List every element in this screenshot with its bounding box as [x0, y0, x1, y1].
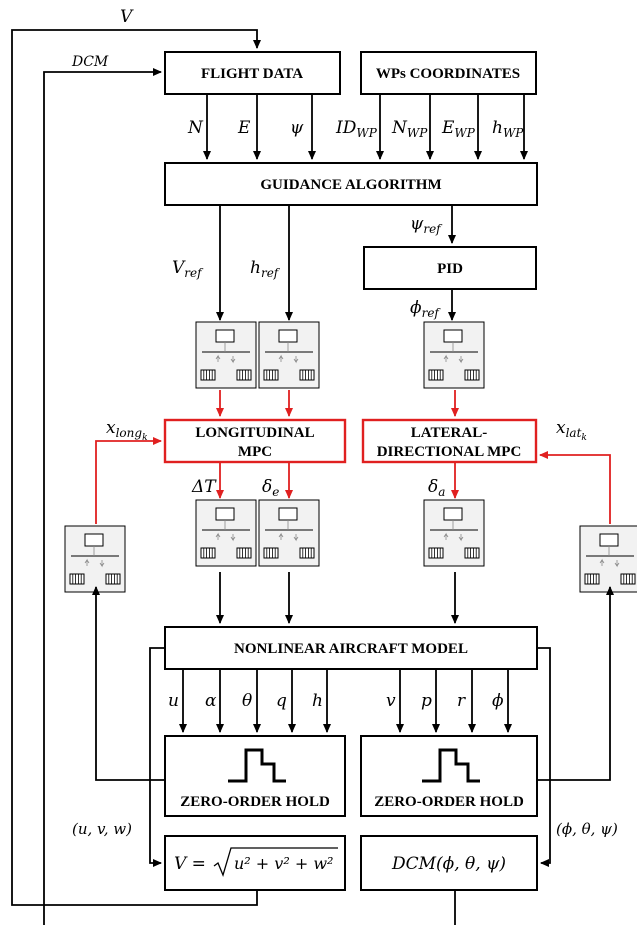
io-block-icon — [423, 499, 485, 567]
zoh-right-label: ZERO-ORDER HOLD — [374, 794, 524, 810]
label-psi-ref: ψref — [410, 214, 443, 236]
label-r: r — [457, 691, 466, 711]
label-alpha: α — [205, 691, 217, 711]
nonlinear-aircraft-model-block: NONLINEAR AIRCRAFT MODEL — [164, 626, 538, 670]
zero-order-hold-right-block: ZERO-ORDER HOLD — [360, 735, 538, 817]
label-h-ref: href — [250, 258, 281, 280]
label-q: q — [276, 691, 287, 711]
label-phi: ϕ — [492, 691, 504, 711]
v-magnitude-block: V = u² + v² + w² — [164, 835, 346, 891]
label-psi: ψ — [290, 118, 304, 138]
v-equation-radicand: u² + v² + w² — [234, 854, 333, 873]
label-phithetapsi: (ϕ, θ, ψ) — [556, 820, 618, 838]
v-feedback-line — [11, 29, 261, 906]
label-delta-e: δe — [262, 477, 279, 499]
black-connections — [11, 29, 614, 925]
v-equation-lhs: V = — [174, 854, 206, 874]
zoh-left-feedback-line — [92, 586, 165, 781]
pid-label: PID — [437, 261, 463, 277]
zero-order-hold-step-icon — [228, 748, 286, 783]
io-block-icon — [423, 321, 485, 389]
label-dcm: DCM — [71, 54, 109, 70]
label-v: V — [120, 7, 134, 27]
label-p: p — [421, 691, 432, 711]
label-theta: θ — [242, 691, 252, 711]
label-delta-a: δa — [428, 477, 445, 499]
dcm-feedback-line — [43, 68, 162, 925]
io-block-icon — [258, 499, 320, 567]
label-uvw: (u, v, w) — [72, 820, 132, 838]
wps-coordinates-label: WPs COORDINATES — [376, 66, 520, 82]
label-x-long: xlongk — [106, 418, 148, 443]
label-v-ref: Vref — [172, 258, 204, 280]
x-long-feedback-line — [95, 437, 162, 524]
aircraft-model-label: NONLINEAR AIRCRAFT MODEL — [234, 641, 468, 657]
io-blocks-group — [64, 321, 637, 593]
x-lat-feedback-line — [539, 451, 611, 524]
label-e-wp: EWP — [441, 118, 476, 140]
guidance-algorithm-label: GUIDANCE ALGORITHM — [260, 177, 441, 193]
zoh-right-feedback-line — [537, 586, 614, 781]
label-n: N — [187, 118, 204, 138]
lateral-mpc-label-2: DIRECTIONAL MPC — [377, 444, 522, 460]
io-block-icon — [195, 321, 257, 389]
dcm-block: DCM(ϕ, θ, ψ) — [360, 835, 538, 891]
pid-block: PID — [363, 246, 537, 290]
label-x-lat: xlatk — [556, 418, 587, 443]
dcm-block-label: DCM(ϕ, θ, ψ) — [391, 854, 506, 874]
io-block-icon — [64, 525, 126, 593]
uvw-line — [149, 647, 165, 867]
guidance-algorithm-block: GUIDANCE ALGORITHM — [164, 162, 538, 206]
signal-labels: V DCM N E ψ IDWP NWP EWP hWP ψref Vref h… — [71, 7, 618, 838]
label-e: E — [237, 118, 251, 138]
zero-order-hold-step-icon — [422, 748, 480, 783]
io-block-icon — [258, 321, 320, 389]
zoh-left-label: ZERO-ORDER HOLD — [180, 794, 330, 810]
lateral-mpc-label-1: LATERAL- — [411, 425, 487, 441]
lateral-directional-mpc-block: LATERAL- DIRECTIONAL MPC — [361, 418, 538, 464]
longitudinal-mpc-label-2: MPC — [238, 444, 272, 460]
zero-order-hold-left-block: ZERO-ORDER HOLD — [164, 735, 346, 817]
longitudinal-mpc-label-1: LONGITUDINAL — [195, 425, 314, 441]
label-phi-ref: ϕref — [410, 298, 441, 320]
flight-data-block: FLIGHT DATA — [164, 51, 341, 95]
io-block-icon — [579, 525, 637, 593]
label-v-lower: v — [386, 691, 396, 711]
wps-coordinates-block: WPs COORDINATES — [360, 51, 537, 95]
flight-data-label: FLIGHT DATA — [201, 66, 303, 82]
label-h-wp: hWP — [492, 118, 524, 140]
longitudinal-mpc-block: LONGITUDINAL MPC — [163, 418, 347, 464]
label-delta-t: ΔT — [191, 477, 217, 497]
phithetapsi-line — [537, 647, 551, 867]
label-h: h — [312, 691, 323, 711]
label-u: u — [168, 691, 179, 711]
label-id-wp: IDWP — [335, 118, 378, 140]
red-connections — [95, 390, 611, 524]
label-n-wp: NWP — [391, 118, 428, 140]
io-block-icon — [195, 499, 257, 567]
